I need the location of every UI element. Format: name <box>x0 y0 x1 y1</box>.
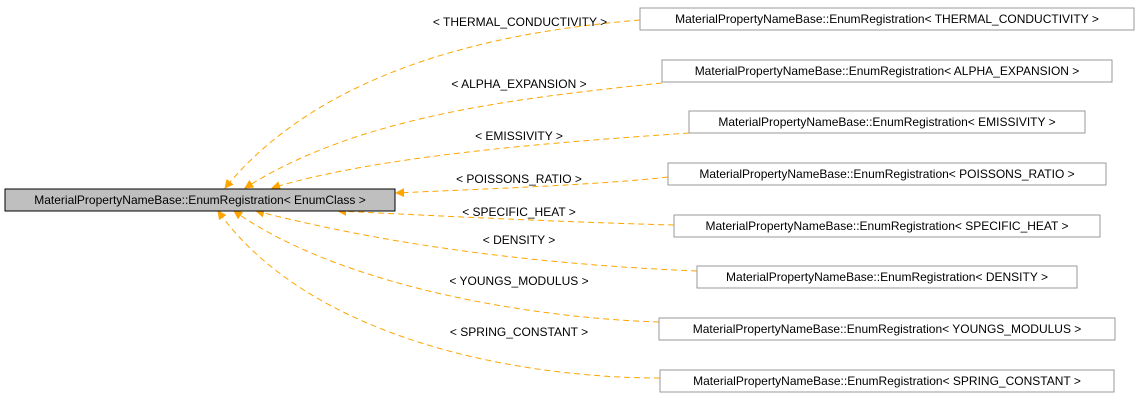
derived-node-label: MaterialPropertyNameBase::EnumRegistrati… <box>695 64 1080 78</box>
derived-node-label: MaterialPropertyNameBase::EnumRegistrati… <box>699 167 1074 181</box>
edge-label-specific-heat: < SPECIFIC_HEAT > <box>462 205 576 219</box>
derived-node-label: MaterialPropertyNameBase::EnumRegistrati… <box>718 115 1055 129</box>
derived-node-specific-heat[interactable]: MaterialPropertyNameBase::EnumRegistrati… <box>673 214 1101 238</box>
edge-label-emissivity: < EMISSIVITY > <box>475 129 563 143</box>
derived-node-youngs-modulus[interactable]: MaterialPropertyNameBase::EnumRegistrati… <box>658 317 1116 341</box>
derived-node-poissons-ratio[interactable]: MaterialPropertyNameBase::EnumRegistrati… <box>667 162 1107 186</box>
derived-node-label: MaterialPropertyNameBase::EnumRegistrati… <box>693 322 1082 336</box>
base-class-node[interactable]: MaterialPropertyNameBase::EnumRegistrati… <box>4 188 396 212</box>
edge-spring-constant <box>217 210 661 379</box>
derived-node-label: MaterialPropertyNameBase::EnumRegistrati… <box>705 219 1068 233</box>
derived-node-label: MaterialPropertyNameBase::EnumRegistrati… <box>675 12 1099 26</box>
edge-label-spring-constant: < SPRING_CONSTANT > <box>450 325 588 339</box>
edge-label-density: < DENSITY > <box>483 233 555 247</box>
edge-poissons-ratio <box>395 176 669 198</box>
base-class-label: MaterialPropertyNameBase::EnumRegistrati… <box>34 193 365 207</box>
edge-density <box>255 208 698 272</box>
edge-labels: < THERMAL_CONDUCTIVITY > < ALPHA_EXPANSI… <box>433 15 607 339</box>
edge-label-poissons-ratio: < POISSONS_RATIO > <box>456 172 582 186</box>
edge-specific-heat <box>337 206 675 226</box>
derived-node-label: MaterialPropertyNameBase::EnumRegistrati… <box>693 374 1081 388</box>
edge-youngs-modulus <box>233 210 660 323</box>
edge-label-alpha-expansion: < ALPHA_EXPANSION > <box>451 77 586 91</box>
derived-node-spring-constant[interactable]: MaterialPropertyNameBase::EnumRegistrati… <box>659 369 1115 393</box>
derived-node-emissivity[interactable]: MaterialPropertyNameBase::EnumRegistrati… <box>688 110 1086 134</box>
edge-alpha-expansion <box>244 82 663 189</box>
derived-node-label: MaterialPropertyNameBase::EnumRegistrati… <box>726 270 1048 284</box>
derived-node-density[interactable]: MaterialPropertyNameBase::EnumRegistrati… <box>696 265 1078 289</box>
edge-thermal-conductivity <box>224 19 641 189</box>
edge-emissivity <box>271 132 690 190</box>
edge-label-thermal-conductivity: < THERMAL_CONDUCTIVITY > <box>433 15 607 29</box>
edge-label-youngs-modulus: < YOUNGS_MODULUS > <box>449 274 588 288</box>
derived-node-thermal-conductivity[interactable]: MaterialPropertyNameBase::EnumRegistrati… <box>639 7 1135 31</box>
edges <box>217 19 698 379</box>
derived-node-alpha-expansion[interactable]: MaterialPropertyNameBase::EnumRegistrati… <box>661 59 1113 83</box>
